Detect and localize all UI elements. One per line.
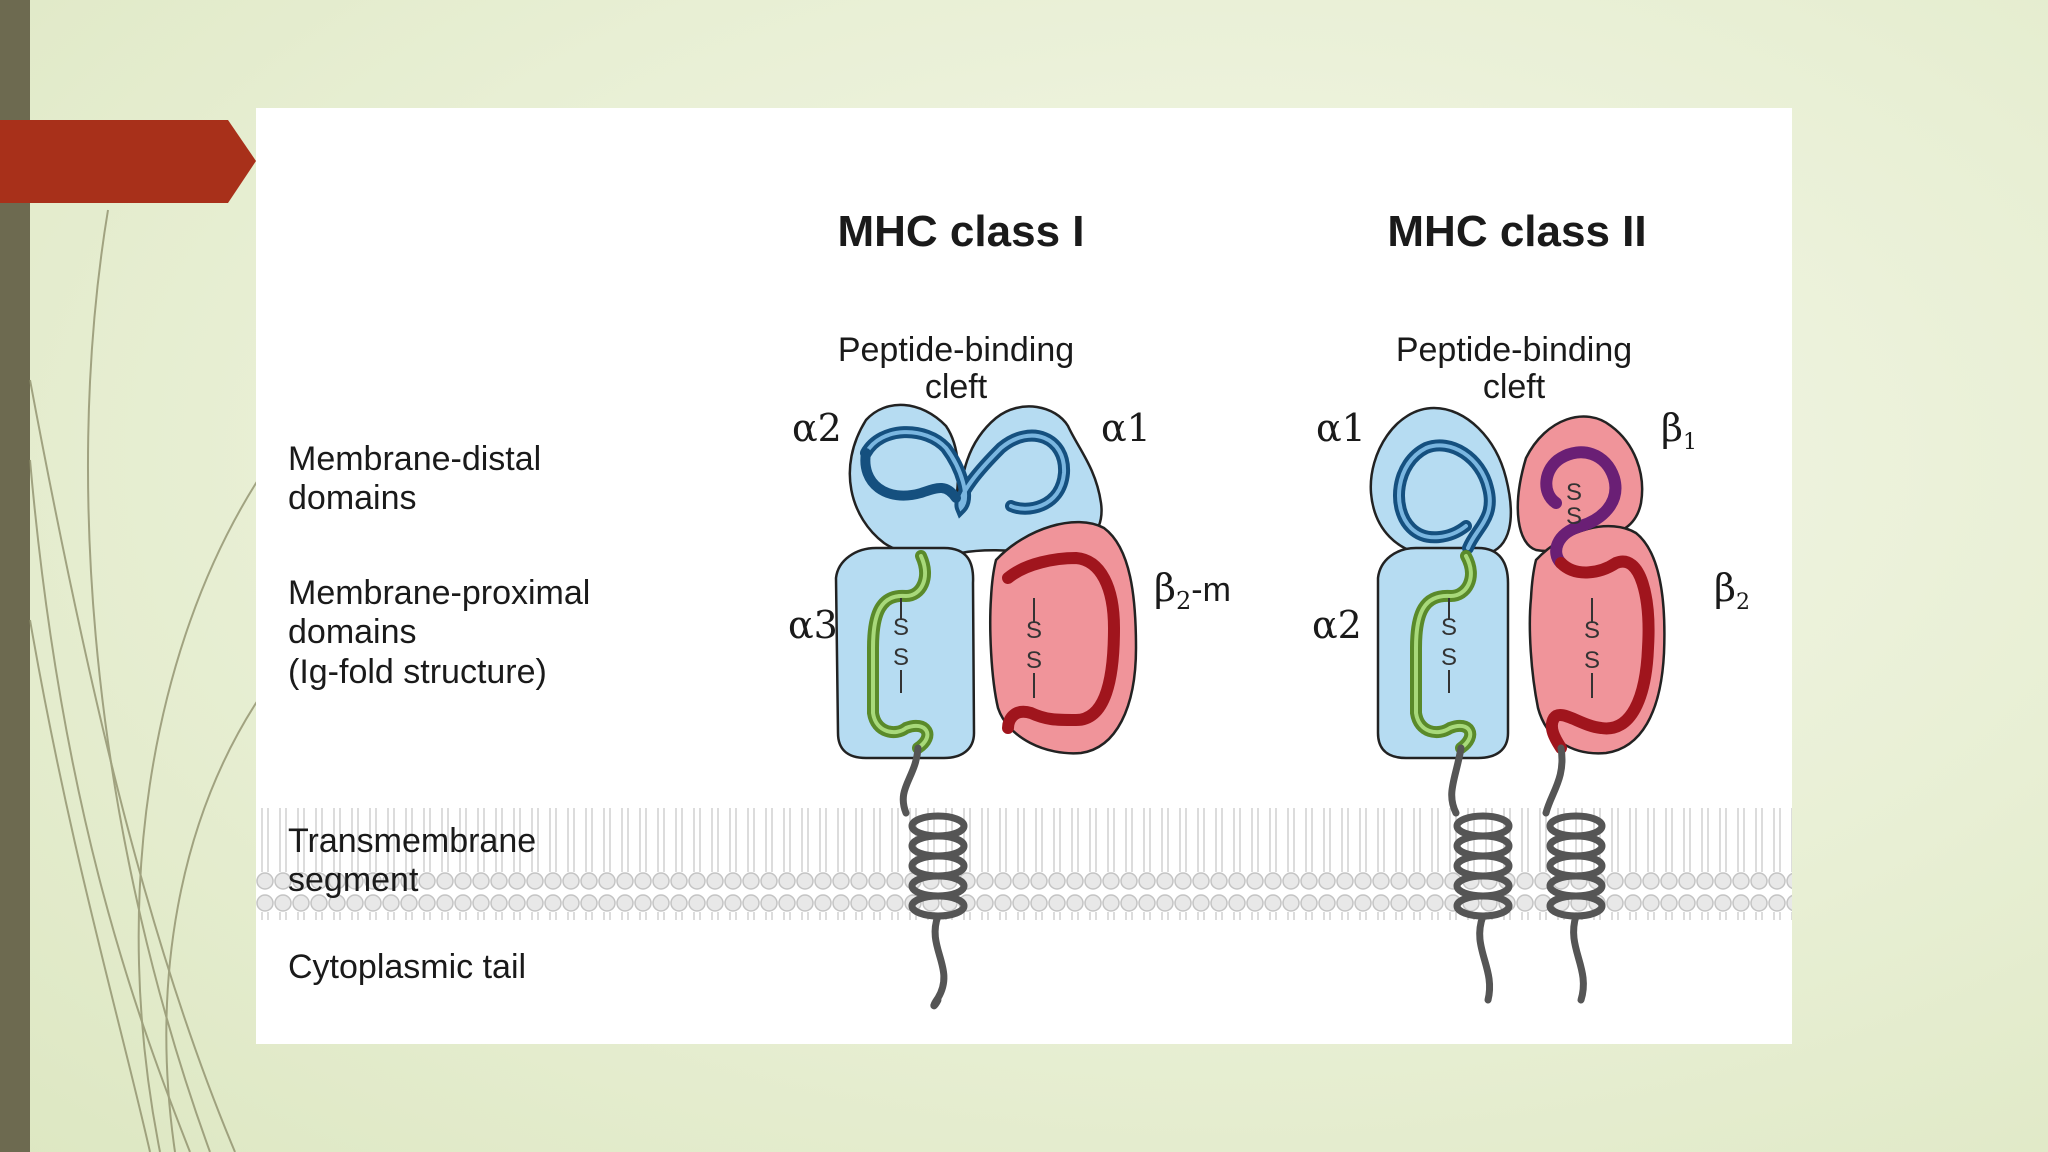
class2-beta1-disulfide-1: S <box>1566 479 1582 506</box>
lipid-bilayer <box>256 808 1792 920</box>
class1-b2m-strand <box>1002 551 1121 734</box>
mhc-diagram-svg: MHC class I MHC class II Peptide-binding… <box>256 207 1792 1010</box>
label-transmembrane: Transmembrane <box>288 822 536 860</box>
class1-alpha3-strand-inner <box>871 554 930 750</box>
class1-connector <box>899 744 922 817</box>
mhc-diagram: MHC class I MHC class II Peptide-binding… <box>256 108 1792 1044</box>
class1-alpha1-label: α1 <box>1101 406 1151 450</box>
decorative-curves <box>29 209 259 1152</box>
class1-cleft-label-2: cleft <box>925 368 988 406</box>
label-membrane-distal: Membrane-distal <box>288 440 541 478</box>
beta2-beta: β <box>1714 566 1736 610</box>
class2-beta2-strand <box>1545 555 1655 754</box>
class1-title: MHC class I <box>838 207 1085 256</box>
class2-alpha2-disulfide-1: S <box>1441 614 1457 641</box>
class2-alpha-cytoplasmic-tail <box>1476 912 1493 1004</box>
class2-beta1-disulfide-2: S <box>1566 503 1582 530</box>
class2-alpha1-label: α1 <box>1316 406 1366 450</box>
label-membrane-proximal-3: (Ig-fold structure) <box>288 653 547 691</box>
b2m-suffix: -m <box>1191 571 1231 609</box>
title-accent-arrow <box>0 120 256 203</box>
class1-alpha3-label: α3 <box>788 603 838 647</box>
class2-cleft-label-2: cleft <box>1483 368 1546 406</box>
beta1-beta: β <box>1661 406 1683 450</box>
class2-beta2-domain <box>1528 524 1666 755</box>
class1-alpha3-disulfide-2: S <box>893 644 909 671</box>
class2-alpha1-strand-inner <box>1397 443 1492 550</box>
class2-alpha2-strand-inner <box>1414 554 1473 750</box>
class1-cleft-label: Peptide-binding <box>838 331 1074 369</box>
class1-alpha2-label: α2 <box>792 406 842 450</box>
class1-b2m-disulfide-1: S <box>1026 617 1042 644</box>
b2m-subscript: 2 <box>1176 587 1191 615</box>
class2-alpha2-label: α2 <box>1312 603 1362 647</box>
class2-beta2-label: β2 <box>1714 566 1750 615</box>
label-membrane-proximal-2: domains <box>288 613 417 651</box>
class1-b2m-disulfide-2: S <box>1026 647 1042 674</box>
beta2-subscript: 2 <box>1736 590 1750 615</box>
class2-title: MHC class II <box>1387 207 1646 256</box>
class2-beta1-strand <box>1540 446 1622 569</box>
label-cytoplasmic-tail: Cytoplasmic tail <box>288 948 526 986</box>
class2-alpha2-disulfide-2: S <box>1441 644 1457 671</box>
class2-beta-cytoplasmic-tail <box>1570 912 1587 1004</box>
class2-cleft-label: Peptide-binding <box>1396 331 1632 369</box>
class1-alpha3-disulfide-1: S <box>893 614 909 641</box>
beta1-subscript: 1 <box>1683 430 1697 455</box>
class1-blue-loop-left <box>860 448 961 503</box>
class2-alpha-transmembrane-helix <box>1453 812 1513 920</box>
class1-b2m-label: β2-m <box>1154 566 1231 615</box>
mhc-class2: S S S S S S α1 β1 <box>1312 406 1750 1004</box>
class2-alpha-connector <box>1448 744 1465 817</box>
label-membrane-distal-2: domains <box>288 479 417 517</box>
class2-beta2-disulfide-1: S <box>1584 617 1600 644</box>
class2-beta-connector <box>1542 744 1566 817</box>
label-membrane-proximal: Membrane-proximal <box>288 574 590 612</box>
b2m-beta: β <box>1154 566 1176 610</box>
label-transmembrane-2: segment <box>288 861 419 899</box>
class2-beta1-label: β1 <box>1661 406 1697 455</box>
class2-beta1-domain <box>1516 415 1644 553</box>
mhc-class1: S S S S α2 α1 α3 β2-m <box>788 403 1231 1010</box>
class1-alpha-helix-strand-inner <box>864 430 1067 512</box>
class1-cytoplasmic-tail <box>930 912 948 1010</box>
class2-beta2-disulfide-2: S <box>1584 647 1600 674</box>
